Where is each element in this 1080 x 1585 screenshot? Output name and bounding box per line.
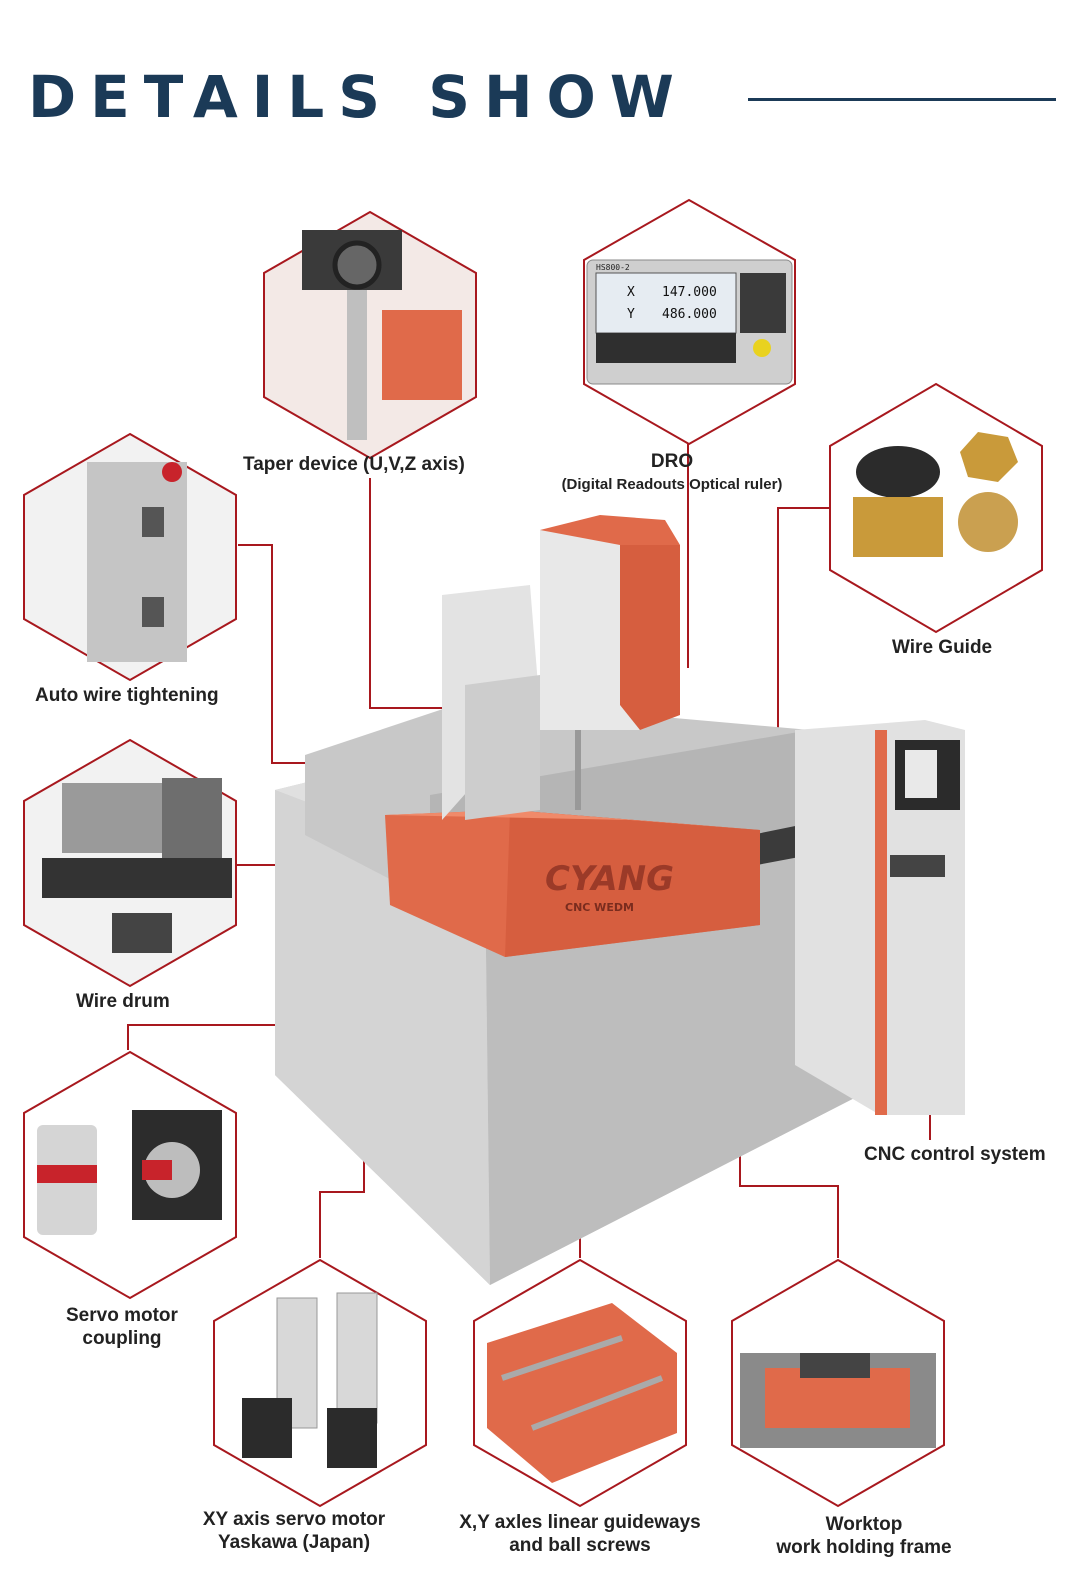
- worktop-label: Worktop work holding frame: [766, 1513, 962, 1559]
- dro-x-axis-label: X: [627, 285, 635, 300]
- wire-drum-photo: [22, 738, 238, 988]
- linear-guideways-photo: [472, 1258, 688, 1508]
- page-title: DETAILS SHOW: [28, 63, 688, 131]
- xy-servo-motor-label: XY axis servo motor Yaskawa (Japan): [196, 1508, 392, 1554]
- wire-guide-photo: [828, 382, 1044, 634]
- dro-label: DRO (Digital Readouts Optical ruler): [547, 450, 797, 496]
- dro-y-axis-label: Y: [627, 307, 635, 322]
- cnc-control-system-label: CNC control system: [864, 1144, 1046, 1165]
- worktop-photo: [730, 1258, 946, 1508]
- auto-wire-tightening-photo: [22, 432, 238, 682]
- auto-wire-tightening-label: Auto wire tightening: [35, 685, 219, 706]
- servo-motor-coupling-line2: coupling: [82, 1328, 162, 1349]
- servo-motor-coupling-photo: [22, 1050, 238, 1300]
- worktop-line2: work holding frame: [776, 1537, 952, 1558]
- servo-motor-coupling-label: Servo motor coupling: [66, 1304, 178, 1350]
- linear-guideways-label: X,Y axles linear guideways and ball scre…: [450, 1511, 710, 1557]
- taper-device-photo: [262, 210, 478, 460]
- dro-label-title: DRO: [650, 451, 694, 472]
- dro-x-value: 147.000: [662, 285, 717, 300]
- linear-guideways-line1: X,Y axles linear guideways: [459, 1512, 701, 1533]
- dro-model: HS800-2: [596, 263, 630, 272]
- wire-guide-label: Wire Guide: [892, 637, 993, 658]
- taper-device-label: Taper device (U,V,Z axis): [243, 454, 465, 475]
- dro-photo: HS800-2 X 147.000 Y 486.000: [582, 198, 797, 446]
- wire-drum-label: Wire drum: [76, 991, 170, 1012]
- brand-logo-text: CYANG: [545, 859, 674, 899]
- wedm-machine-illustration: CYANG CNC WEDM: [275, 515, 965, 1285]
- xy-servo-motor-line1: XY axis servo motor: [202, 1509, 386, 1530]
- dro-y-value: 486.000: [662, 307, 717, 322]
- xy-servo-motor-line2: Yaskawa (Japan): [217, 1532, 371, 1553]
- linear-guideways-line2: and ball screws: [509, 1535, 651, 1556]
- title-divider: [748, 98, 1056, 101]
- xy-servo-motor-photo: [212, 1258, 428, 1508]
- servo-motor-coupling-line1: Servo motor: [66, 1305, 178, 1326]
- worktop-line1: Worktop: [825, 1514, 903, 1535]
- dro-label-subtitle: (Digital Readouts Optical ruler): [561, 476, 783, 493]
- brand-subtitle: CNC WEDM: [565, 901, 634, 914]
